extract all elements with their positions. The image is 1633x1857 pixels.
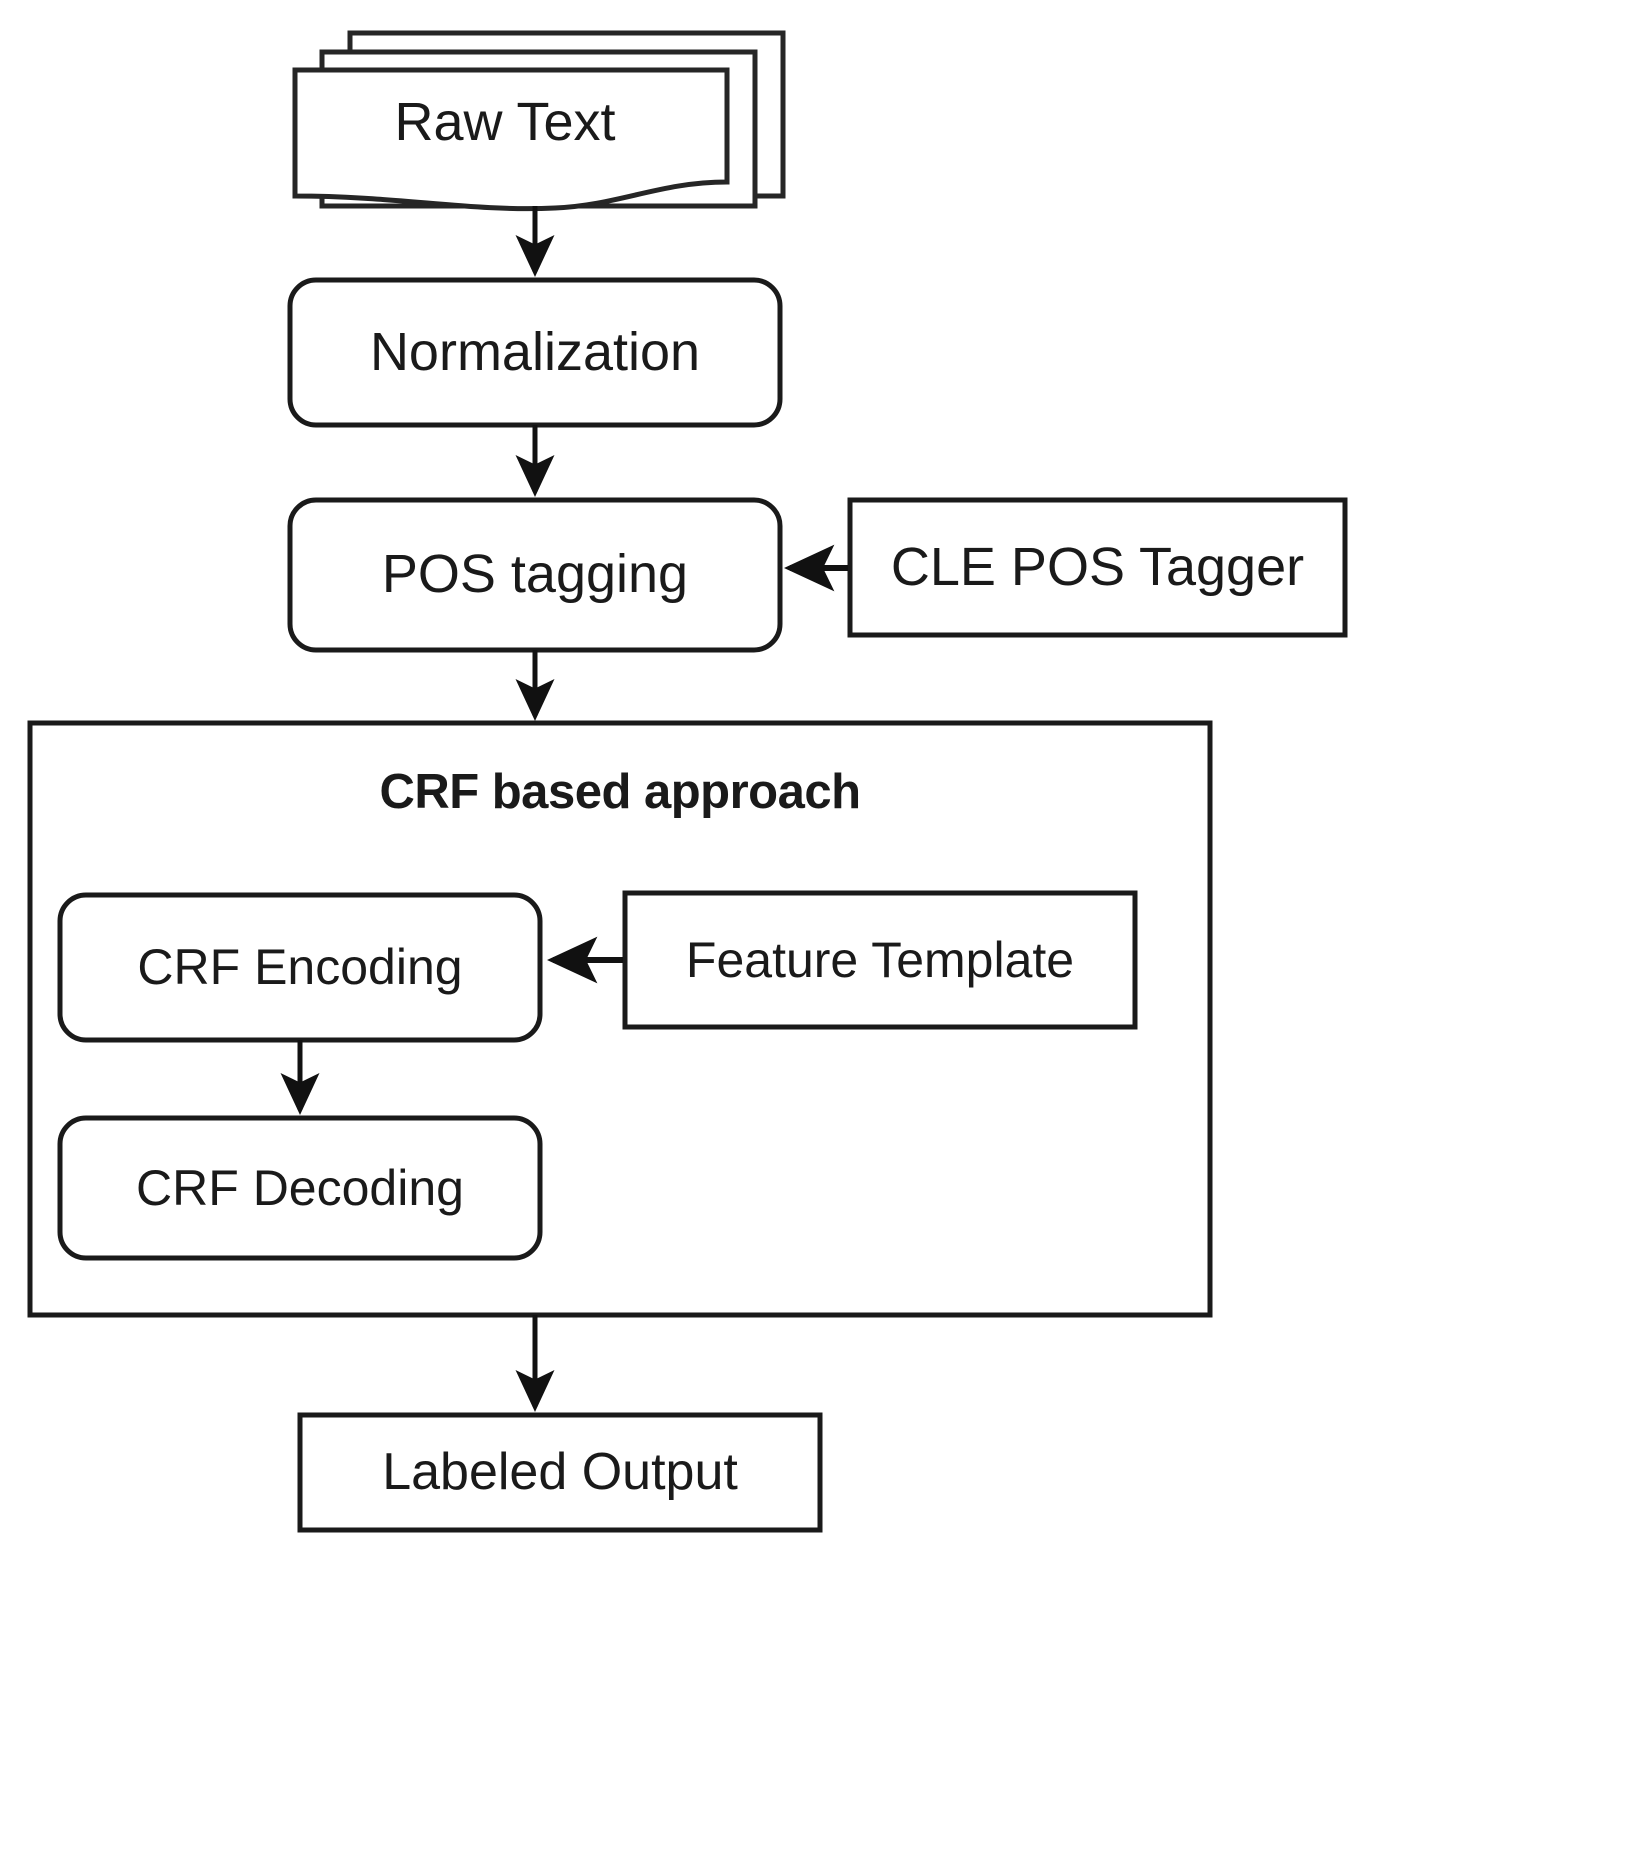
raw-text-document-sheet [292,67,730,212]
node-raw-text[interactable] [292,30,786,212]
node-labeled-output[interactable] [297,1412,823,1533]
node-crf-encoding[interactable] [57,892,543,1043]
node-cle-pos-tagger[interactable] [847,497,1348,638]
node-feature-template[interactable] [622,890,1138,1030]
node-pos-tagging[interactable] [287,497,783,653]
node-crf-decoding[interactable] [57,1115,543,1261]
node-normalization[interactable] [287,277,783,428]
